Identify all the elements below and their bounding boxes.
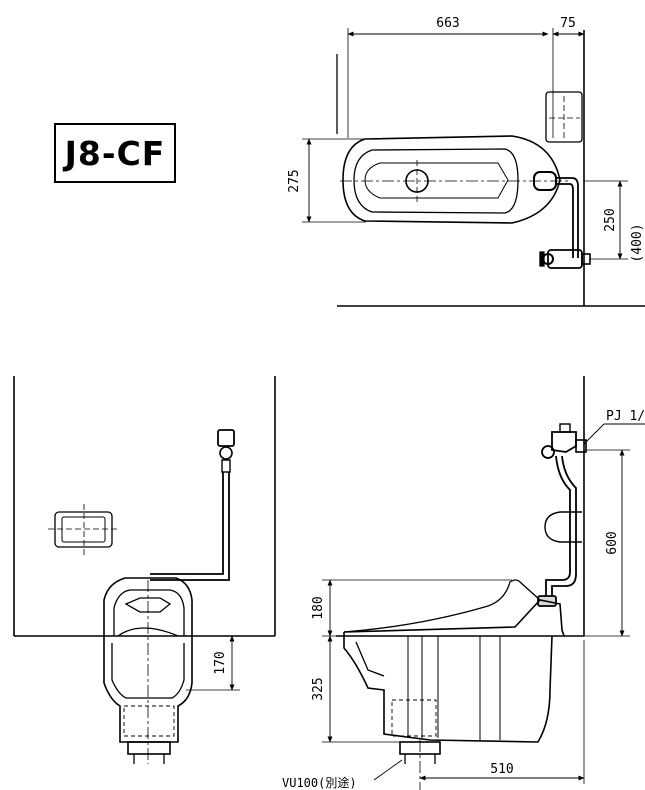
- dim-250-label: 250: [603, 208, 618, 231]
- side-body: [343, 632, 553, 743]
- front-paper-holder: [54, 511, 113, 548]
- plan-bowl-floor: [364, 162, 509, 199]
- plan-supply-pipe: [556, 177, 579, 258]
- side-supply-pipe: [545, 455, 571, 596]
- side-bowl-top: [343, 599, 565, 637]
- dim-75-label: 75: [560, 16, 576, 31]
- dim-663-label: 663: [436, 16, 459, 31]
- plan-paper-holder: [545, 91, 583, 143]
- dim-325-label: 325: [311, 677, 326, 700]
- dim-170-label: 170: [213, 651, 228, 674]
- model-label: J8-CF: [64, 133, 166, 173]
- side-view: [322, 376, 645, 790]
- front-view: [13, 376, 276, 764]
- pipe-spec-label: PJ 1/: [606, 409, 645, 424]
- front-supply-pipe: [150, 472, 224, 575]
- side-flush-valve: [551, 431, 577, 453]
- plan-bowl-outer: [342, 135, 561, 224]
- dim-275-label: 275: [287, 169, 302, 192]
- front-drain-pipe: [127, 741, 171, 755]
- front-urinal-top: [103, 577, 193, 636]
- dim-600-label: 600: [605, 531, 620, 554]
- dim-510-label: 510: [490, 762, 513, 777]
- side-paper-holder: [544, 511, 582, 543]
- dim-400-label: (400): [630, 223, 645, 262]
- model-label-box: J8-CF: [54, 123, 176, 183]
- plan-view: [302, 28, 645, 307]
- plan-bowl-inner: [353, 148, 519, 214]
- dim-180-label: 180: [311, 596, 326, 619]
- plan-spud: [533, 171, 557, 191]
- drain-spec-label: VU100(別途): [282, 775, 357, 790]
- front-flush-valve: [217, 429, 235, 447]
